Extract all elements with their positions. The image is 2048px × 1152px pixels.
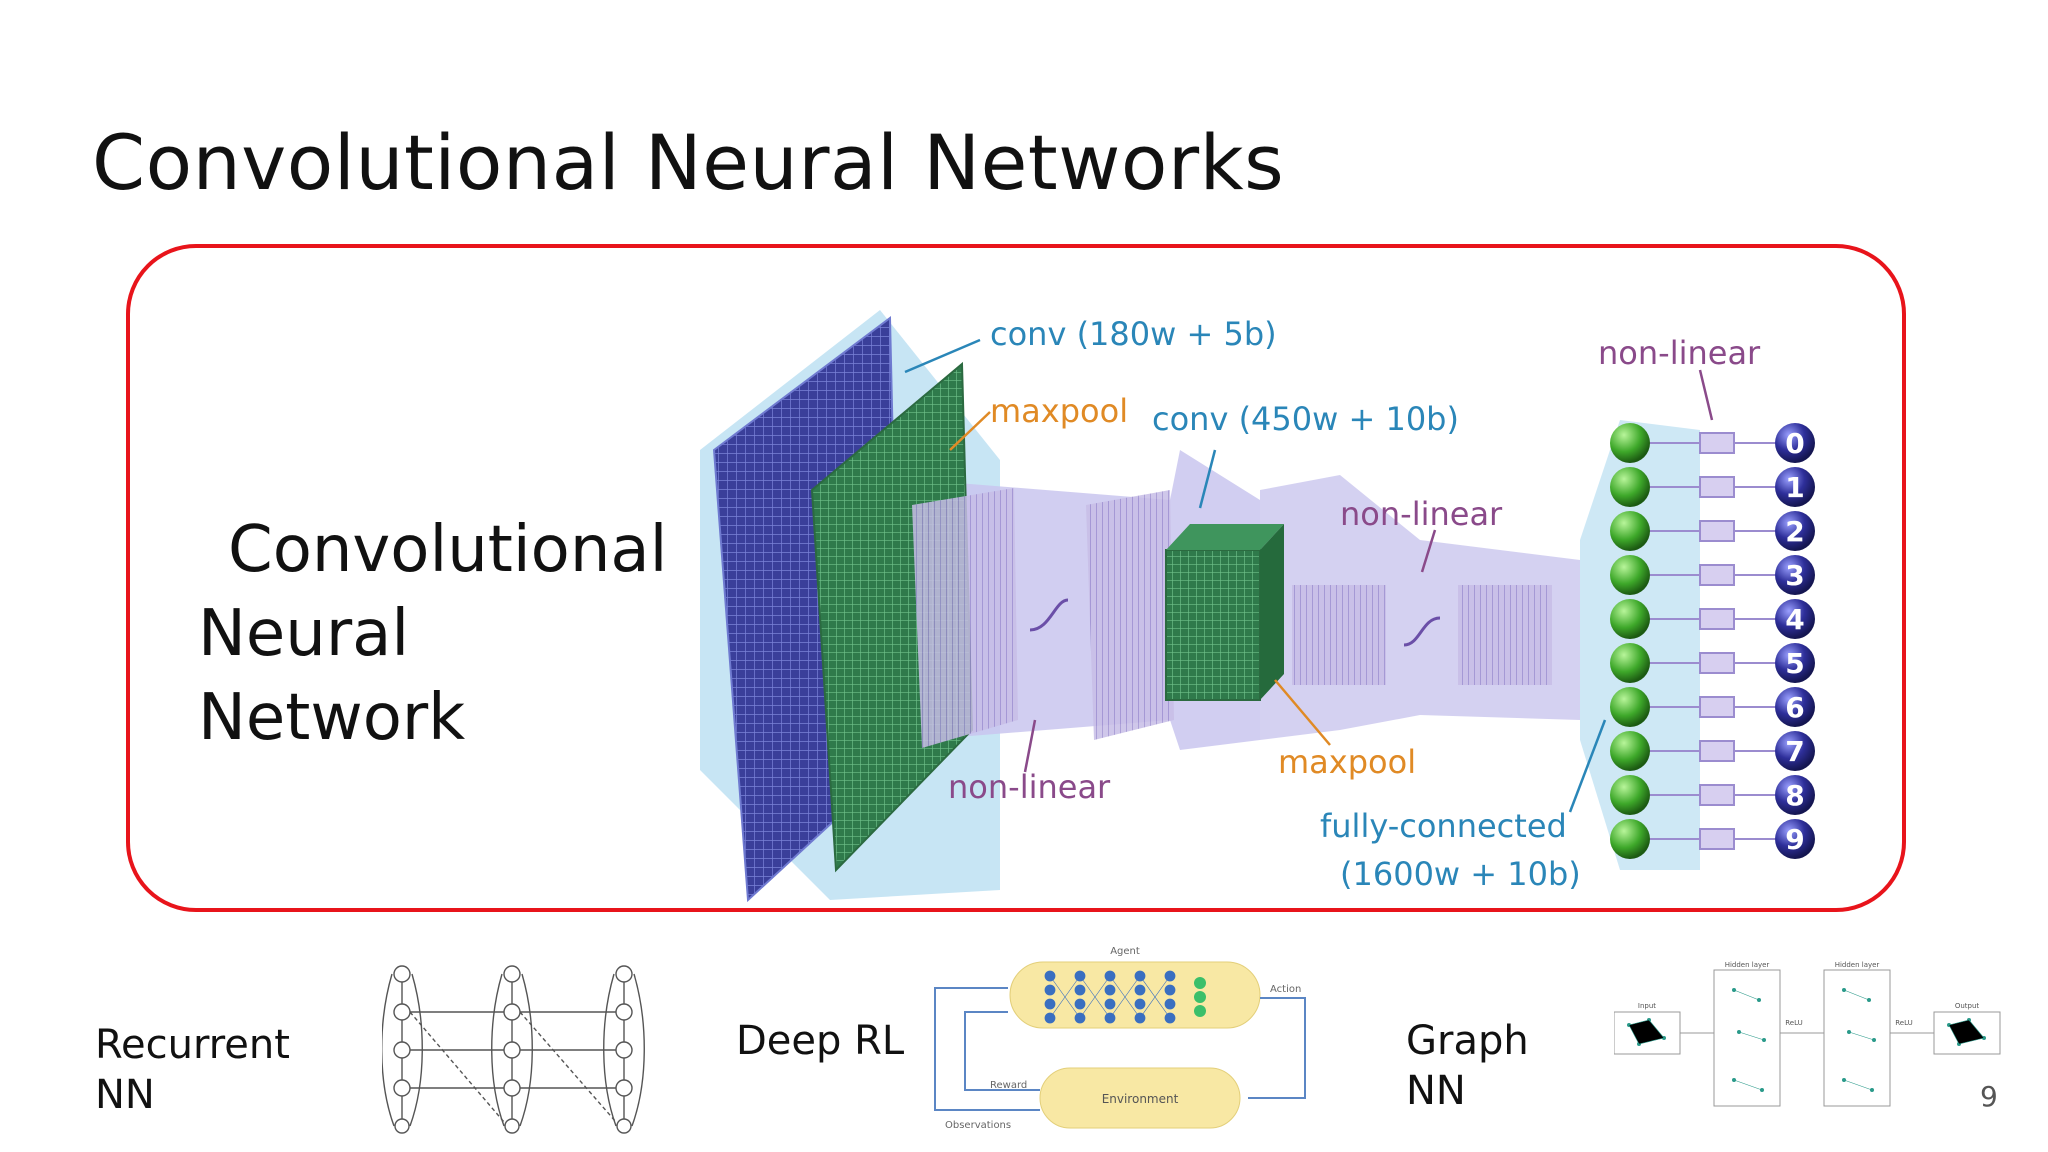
ann-nonlinear-bottom: non-linear xyxy=(948,768,1111,806)
output-balls xyxy=(1775,423,1815,859)
rl-reward-label: Reward xyxy=(990,1080,1027,1091)
recurrent-nn-label: Recurrent NN xyxy=(95,1020,290,1120)
conv2-cube-side xyxy=(1260,524,1284,700)
conv2-cube-top xyxy=(1166,524,1284,550)
cnn-label-line-1: Convolutional xyxy=(228,513,668,587)
graph-nn-label: Graph NN xyxy=(1406,1016,1529,1116)
rl-observations-label: Observations xyxy=(945,1120,1011,1131)
activation-boxes xyxy=(1650,432,1775,850)
graph-nn-diagram: Input Hidden layer ReLU Hidden layer ReL… xyxy=(1614,961,2001,1107)
gnn-relu2-label: ReLU xyxy=(1895,1019,1913,1027)
output-7: 7 xyxy=(1785,735,1804,768)
conv2-cube-front xyxy=(1165,549,1261,701)
gnn-input-label: Input xyxy=(1638,1002,1656,1010)
rl-action-label: Action xyxy=(1270,984,1301,995)
output-8: 8 xyxy=(1785,779,1804,812)
highlight-box xyxy=(126,244,1906,912)
output-2: 2 xyxy=(1785,515,1804,548)
output-0: 0 xyxy=(1785,427,1804,460)
output-5: 5 xyxy=(1785,647,1804,680)
cnn-label-line-2: Neural xyxy=(198,597,410,671)
ann-fc-1: fully-connected xyxy=(1320,807,1567,845)
gnn-hidden2-label: Hidden layer xyxy=(1835,961,1880,969)
ann-conv2: conv (450w + 10b) xyxy=(1152,400,1459,438)
gnn-output-label: Output xyxy=(1955,1002,1980,1010)
rl-agent-label: Agent xyxy=(1110,946,1140,957)
ann-nonlinear-top: non-linear xyxy=(1598,334,1761,372)
fc-neurons xyxy=(1610,423,1650,859)
feature-map-3 xyxy=(1292,585,1386,685)
feature-map-1 xyxy=(912,488,1018,748)
cnn-label-line-3: Network xyxy=(198,681,466,755)
ann-maxpool1: maxpool xyxy=(990,392,1128,430)
ann-maxpool2: maxpool xyxy=(1278,743,1416,781)
slide-title: Convolutional Neural Networks xyxy=(92,118,1285,207)
gnn-relu1-label: ReLU xyxy=(1785,1019,1803,1027)
output-6: 6 xyxy=(1785,691,1804,724)
cnn-diagram: 0 1 2 3 4 5 6 7 8 9 conv (180w + 5b) max… xyxy=(700,310,1815,903)
gnn-hidden1-label: Hidden layer xyxy=(1725,961,1770,969)
deep-rl-label: Deep RL xyxy=(736,1018,905,1064)
rl-environment-label: Environment xyxy=(1102,1092,1179,1106)
feature-map-2 xyxy=(1086,490,1174,740)
output-4: 4 xyxy=(1785,603,1804,636)
graph-nn-line-1: Graph xyxy=(1406,1018,1529,1064)
feature-map-4 xyxy=(1458,585,1552,685)
ann-fc-2: (1600w + 10b) xyxy=(1340,855,1581,893)
ann-conv1: conv (180w + 5b) xyxy=(990,315,1277,353)
output-1: 1 xyxy=(1785,471,1804,504)
graph-nn-line-2: NN xyxy=(1406,1068,1466,1114)
deep-rl-diagram: Agent Action Environment Reward Observat… xyxy=(934,946,1306,1131)
output-3: 3 xyxy=(1785,559,1804,592)
rnn-diagram xyxy=(382,965,645,1134)
funnel-4 xyxy=(1580,420,1700,870)
cnn-label: Convolutional Neural Network xyxy=(198,508,667,760)
output-9: 9 xyxy=(1785,823,1804,856)
page-number: 9 xyxy=(1980,1080,1998,1113)
ann-nonlinear-mid: non-linear xyxy=(1340,495,1503,533)
recurrent-nn-line-1: Recurrent xyxy=(95,1022,290,1068)
recurrent-nn-line-2: NN xyxy=(95,1072,155,1118)
